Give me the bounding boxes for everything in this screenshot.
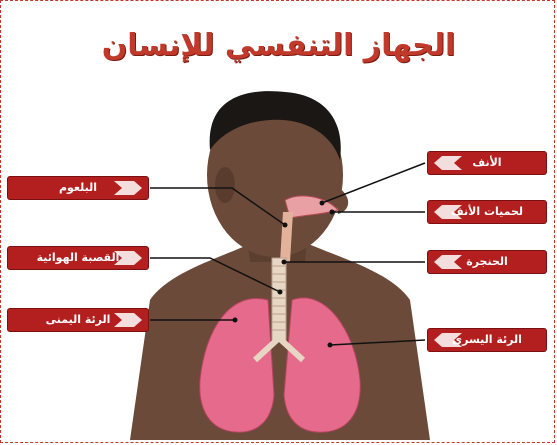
double-chevron-icon bbox=[432, 155, 466, 171]
label-larynx: الحنجرة bbox=[428, 251, 546, 273]
ear bbox=[215, 167, 235, 203]
label-nasal-cavity-text: لحميات الأنف bbox=[445, 205, 529, 218]
double-chevron-icon bbox=[110, 180, 144, 196]
label-nose-text: الأنف bbox=[466, 156, 507, 169]
label-larynx-text: الحنجرة bbox=[460, 255, 514, 268]
label-pharynx-text: البلعوم bbox=[53, 181, 103, 194]
label-trachea-text: القصبة الهوائية bbox=[31, 251, 126, 264]
trachea bbox=[272, 258, 286, 340]
label-pharynx: البلعوم bbox=[8, 177, 148, 199]
label-nasal-cavity: لحميات الأنف bbox=[428, 201, 546, 223]
label-nose: الأنف bbox=[428, 152, 546, 174]
label-trachea: القصبة الهوائية bbox=[8, 247, 148, 269]
label-right-lung: الرئة اليمنى bbox=[8, 309, 148, 331]
label-right-lung-text: الرئة اليمنى bbox=[40, 313, 117, 326]
label-left-lung: الرئة اليسرى bbox=[428, 329, 546, 351]
label-left-lung-text: الرئة اليسرى bbox=[446, 333, 528, 346]
